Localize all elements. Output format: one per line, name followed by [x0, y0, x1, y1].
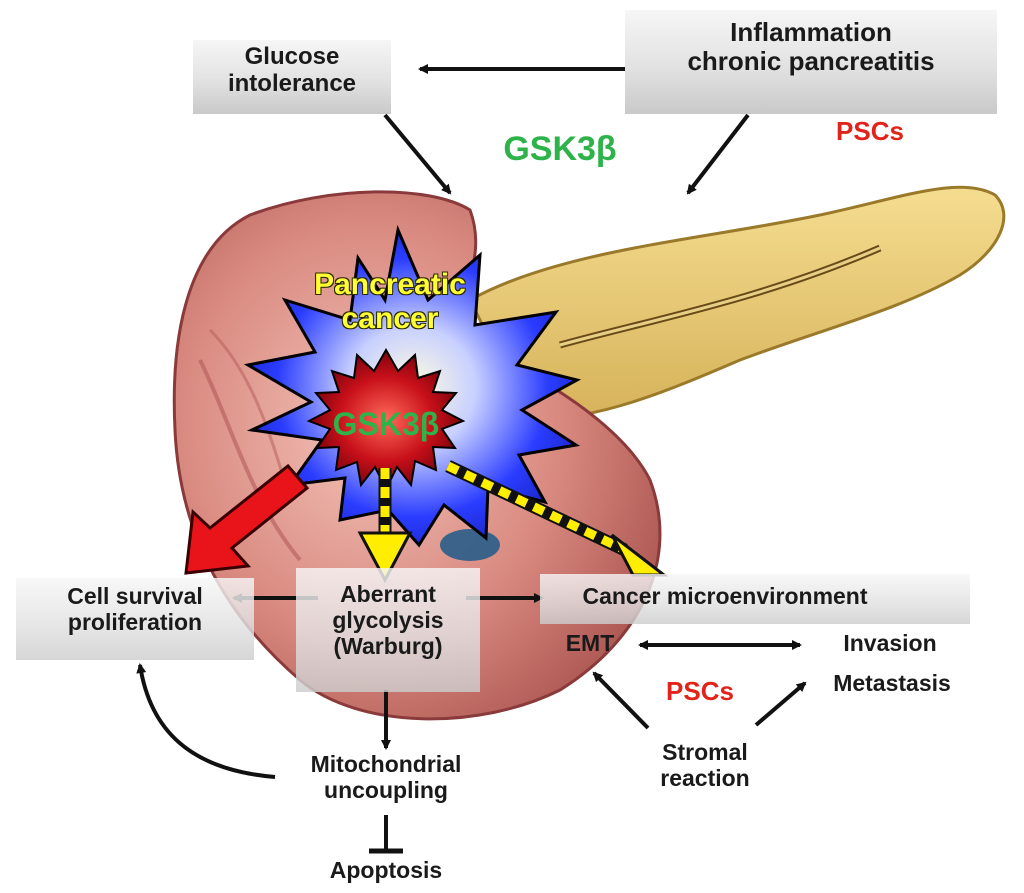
arrow-mitochondrial-to-cell-survival [136, 663, 276, 779]
arrow-stromal-to-emt [592, 671, 650, 730]
emt-label: EMT [565, 630, 615, 656]
inflammation-box [625, 10, 997, 114]
cell-survival-label: Cell survival proliferation [67, 583, 203, 635]
gsk3b-top-label: GSK3β [503, 130, 617, 168]
glucose-intolerance-label: Glucose intolerance [227, 43, 357, 97]
arrow-inflammation-to-cancer [686, 113, 750, 195]
aberrant-glycolysis-label: Aberrant glycolysis (Warburg) [332, 581, 444, 659]
arrow-stromal-to-metastasis [754, 681, 807, 727]
pancreatic-cancer-label: Pancreatic cancer [314, 268, 466, 335]
cancer-microenvironment-label: Cancer microenvironment [582, 583, 868, 609]
pscs-bottom-label: PSCs [666, 676, 734, 706]
arrow-glucose-to-cancer [383, 113, 452, 195]
cancer-microenvironment-box [540, 574, 970, 624]
pancreas-tail [468, 185, 1006, 422]
pscs-top-label: PSCs [836, 116, 904, 146]
apoptosis-label: Apoptosis [329, 857, 443, 883]
dashed-arrow-to-glycolysis [357, 468, 413, 584]
aberrant-glycolysis-box [296, 568, 480, 692]
gsk3b-center-label: GSK3β [332, 406, 440, 442]
mitochondrial-uncoupling-label: Mitochondrial uncoupling [310, 751, 462, 803]
inflammation-label: Inflammation chronic pancreatitis [687, 17, 935, 77]
inhibit-apoptosis [369, 815, 403, 854]
cell-survival-box [16, 578, 254, 660]
metastasis-label: Metastasis [833, 670, 951, 696]
glucose-intolerance-box [193, 40, 391, 114]
red-arrow-to-cell-survival [184, 463, 310, 575]
stromal-reaction-label: Stromal reaction [660, 739, 750, 791]
invasion-label: Invasion [843, 630, 937, 656]
